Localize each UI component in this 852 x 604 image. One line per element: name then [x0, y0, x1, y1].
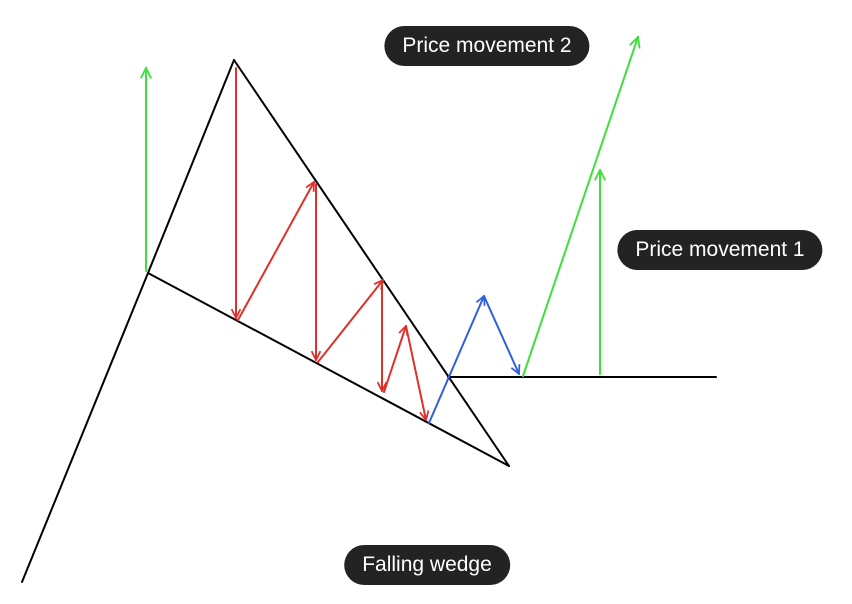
target-arrows — [146, 37, 638, 377]
oscillation-arrow-down-4 — [405, 325, 426, 420]
wedge-left-edge — [147, 59, 235, 274]
wedge-upper-resistance-line — [233, 59, 510, 467]
wedge-oscillation-arrows — [236, 67, 426, 420]
wedge-structure — [21, 59, 717, 583]
prior-uptrend-line — [21, 272, 149, 583]
wedge-lower-support-line — [147, 272, 510, 467]
oscillation-arrow-up-2 — [317, 280, 383, 363]
breakout-retest-arrows — [428, 295, 519, 424]
falling-wedge-label: Falling wedge — [344, 545, 510, 585]
oscillation-arrow-up-1 — [237, 182, 315, 321]
retest-arrow — [483, 295, 519, 374]
breakout-arrow — [428, 296, 484, 424]
price-movement-2-arrow — [522, 37, 638, 377]
oscillation-arrow-up-3 — [383, 326, 406, 393]
price-movement-2-label: Price movement 2 — [384, 26, 590, 66]
price-movement-1-label: Price movement 1 — [617, 230, 823, 270]
